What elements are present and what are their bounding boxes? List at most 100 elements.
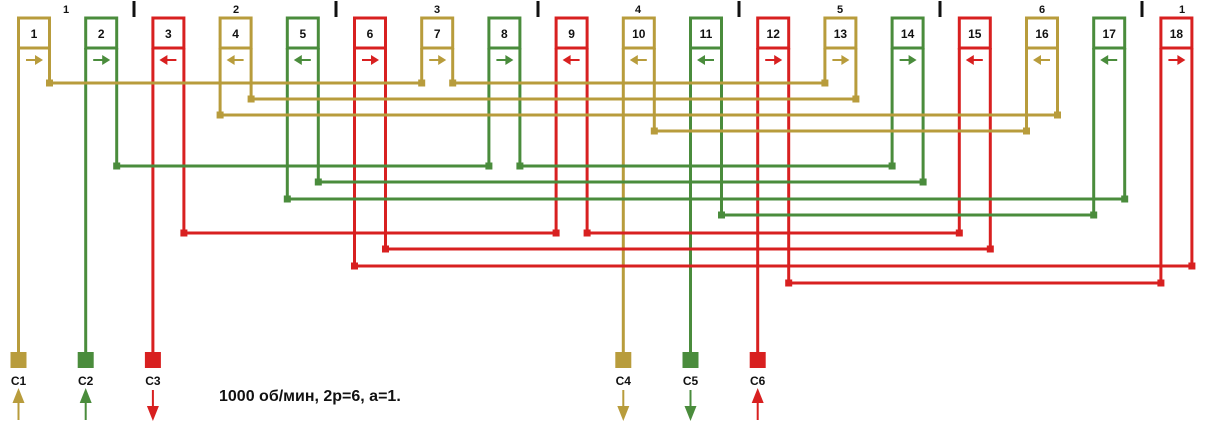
slot-number-box	[420, 16, 455, 50]
junction-dot	[888, 162, 896, 170]
arrow-left-icon	[562, 55, 571, 65]
pole-group-label: 4	[635, 4, 642, 16]
junction-dot	[986, 245, 994, 253]
arrow-right-icon	[438, 55, 447, 65]
pole-group-label: 6	[1039, 4, 1045, 16]
pole-group-label: 1	[63, 4, 69, 16]
junction-dot	[1121, 195, 1129, 203]
slot-18: 18	[1159, 16, 1194, 283]
terminal-box	[144, 352, 161, 368]
slot-number: 3	[165, 27, 172, 41]
slot-16: 16	[1025, 16, 1059, 131]
slot-number-box	[151, 16, 186, 50]
arrow-left-icon	[226, 55, 235, 65]
terminal-label: C6	[750, 374, 766, 388]
slot-4: 4	[218, 16, 253, 115]
slot-number: 5	[299, 27, 306, 41]
slot-6: 6	[353, 16, 387, 266]
terminal-c4: C4	[615, 352, 632, 421]
terminal-label: C5	[683, 374, 699, 388]
slot-1: 1	[17, 16, 51, 352]
arrow-right-icon	[505, 55, 514, 65]
terminal-box	[749, 352, 766, 368]
slot-number-box	[823, 16, 858, 50]
slot-number: 1	[31, 27, 38, 41]
junction-dot	[516, 162, 524, 170]
slot-number-box	[756, 16, 791, 50]
junction-dot	[485, 162, 493, 170]
slot-number-box	[1025, 16, 1059, 50]
pole-separator	[737, 1, 741, 17]
arrow-up-icon	[12, 388, 25, 403]
slot-10: 10	[621, 16, 656, 352]
arrow-down-icon	[684, 406, 697, 421]
junction-dot	[955, 229, 963, 237]
terminal-label: C4	[616, 374, 632, 388]
slot-14: 14	[890, 16, 925, 182]
arrow-right-icon	[774, 55, 783, 65]
arrow-up-icon	[79, 388, 92, 403]
junction-dot	[1090, 211, 1098, 219]
slot-17: 17	[1092, 16, 1127, 215]
terminal-c3: C3	[144, 352, 161, 421]
arrow-left-icon	[1100, 55, 1109, 65]
slot-number: 11	[700, 27, 713, 41]
arrow-right-icon	[841, 55, 850, 65]
slot-number: 12	[767, 27, 781, 41]
terminal-box	[682, 352, 699, 368]
slot-7: 7	[420, 16, 455, 83]
junction-dot	[852, 95, 860, 103]
slot-number-box	[17, 16, 51, 50]
slot-11: 11	[689, 16, 723, 352]
terminal-c6: C6	[749, 352, 766, 420]
junction-dot	[180, 229, 188, 237]
pole-group-label: 3	[434, 4, 440, 16]
junction-dot	[314, 178, 322, 186]
arrow-left-icon	[697, 55, 705, 65]
slot-number-box	[1092, 16, 1127, 50]
slot-number: 8	[501, 27, 508, 41]
junction-dot	[46, 79, 53, 87]
terminal-label: C1	[11, 374, 27, 388]
slot-number-box	[689, 16, 723, 50]
arrow-left-icon	[629, 55, 638, 65]
slot-number-box	[1159, 16, 1194, 50]
slot-number-box	[218, 16, 253, 50]
slot-8: 8	[487, 16, 522, 166]
slot-2: 2	[84, 16, 119, 352]
terminal-box	[77, 352, 94, 368]
junction-dot	[1023, 127, 1030, 135]
slot-number-box	[353, 16, 387, 50]
slot-number: 7	[434, 27, 441, 41]
arrow-down-icon	[617, 406, 630, 421]
terminal-label: C3	[145, 374, 161, 388]
junction-dot	[552, 229, 560, 237]
slot-number: 18	[1170, 27, 1184, 41]
slot-number-box	[84, 16, 119, 50]
arrow-up-icon	[751, 388, 764, 403]
slot-number-box	[890, 16, 925, 50]
junction-dot	[1188, 262, 1196, 270]
junction-dot	[113, 162, 121, 170]
junction-dot	[821, 79, 829, 87]
slot-number-box	[554, 16, 589, 50]
slot-12: 12	[756, 16, 791, 352]
pole-group-label: 2	[233, 4, 239, 16]
junction-dot	[382, 245, 389, 253]
arrow-right-icon	[1177, 55, 1186, 65]
slot-number: 16	[1035, 27, 1049, 41]
slot-number-box	[621, 16, 656, 50]
pole-separator	[536, 1, 540, 17]
junction-dot	[1054, 111, 1061, 119]
junction-dot	[216, 111, 224, 119]
pole-separator	[132, 1, 136, 17]
arrow-right-icon	[371, 55, 379, 65]
terminal-box	[615, 352, 632, 368]
junction-dot	[583, 229, 591, 237]
slot-number: 6	[367, 27, 374, 41]
slot-number: 10	[632, 27, 646, 41]
motor-spec-caption: 1000 об/мин, 2p=6, a=1.	[219, 388, 401, 405]
slot-number: 15	[968, 27, 982, 41]
pole-separator	[938, 1, 942, 17]
